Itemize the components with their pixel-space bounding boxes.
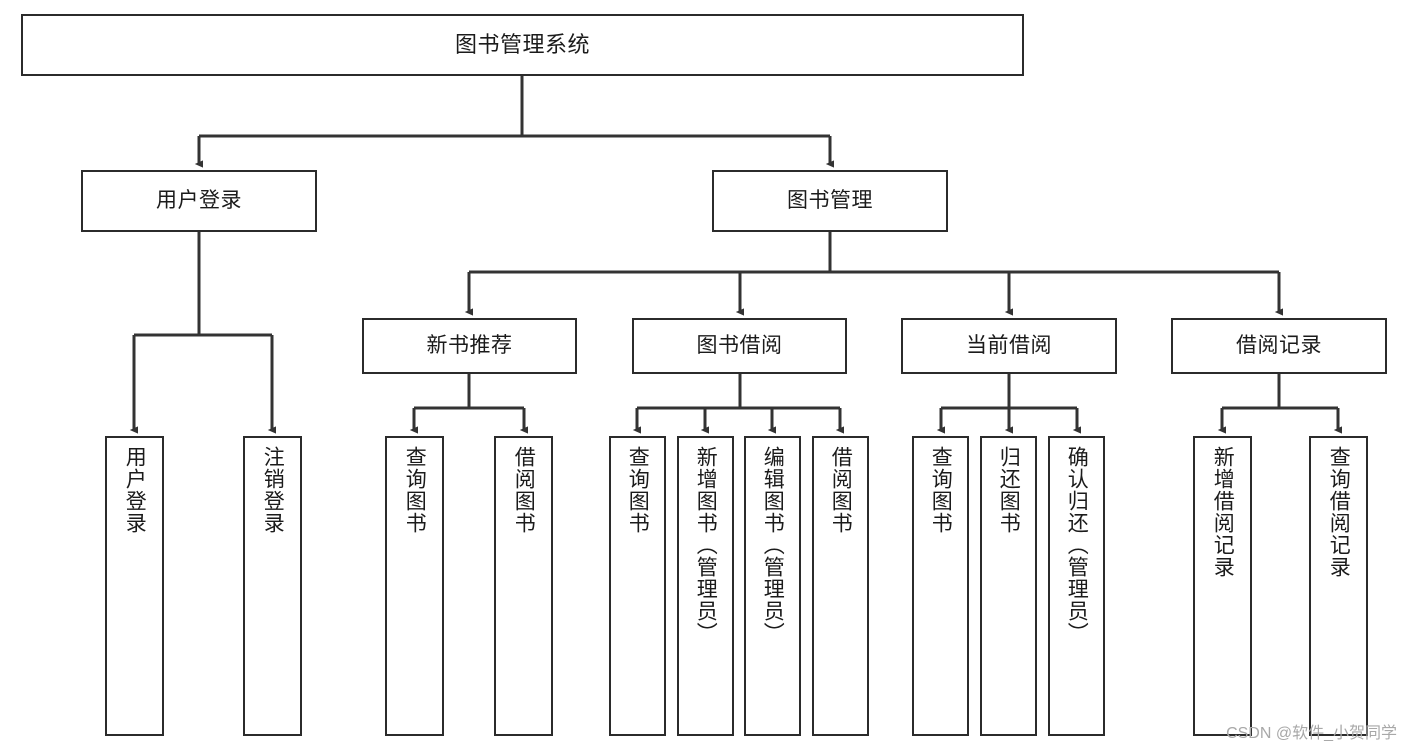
leaf-query-borrow-record[interactable]: 查询借阅记录 bbox=[1309, 436, 1368, 736]
node-label: 查询借阅记录 bbox=[1327, 446, 1351, 578]
node-label: 用户登录 bbox=[123, 446, 147, 534]
leaf-query-book-recommend[interactable]: 查询图书 bbox=[385, 436, 444, 736]
node-borrow-record[interactable]: 借阅记录 bbox=[1171, 318, 1387, 374]
leaf-confirm-return[interactable]: 确认归还（管理员） bbox=[1048, 436, 1105, 736]
leaf-add-borrow-record[interactable]: 新增借阅记录 bbox=[1193, 436, 1252, 736]
leaf-query-book-current[interactable]: 查询图书 bbox=[912, 436, 969, 736]
node-label: 图书管理 bbox=[787, 188, 873, 212]
leaf-user-login[interactable]: 用户登录 bbox=[105, 436, 164, 736]
node-label: 当前借阅 bbox=[966, 333, 1052, 357]
node-label: 编辑图书（管理员） bbox=[761, 446, 785, 644]
node-user-login[interactable]: 用户登录 bbox=[81, 170, 317, 232]
node-label: 确认归还（管理员） bbox=[1065, 446, 1089, 644]
node-label: 新增借阅记录 bbox=[1211, 446, 1235, 578]
node-label: 查询图书 bbox=[403, 446, 427, 534]
leaf-logout-login[interactable]: 注销登录 bbox=[243, 436, 302, 736]
leaf-query-book-borrow[interactable]: 查询图书 bbox=[609, 436, 666, 736]
node-label: 查询图书 bbox=[929, 446, 953, 534]
leaf-borrow-book[interactable]: 借阅图书 bbox=[812, 436, 869, 736]
node-label: 借阅图书 bbox=[829, 446, 853, 534]
csdn-watermark: CSDN @软件_小贺同学 bbox=[1226, 725, 1397, 742]
node-label: 查询图书 bbox=[626, 446, 650, 534]
node-label: 新书推荐 bbox=[426, 333, 513, 357]
node-label: 借阅记录 bbox=[1236, 333, 1322, 357]
leaf-add-book[interactable]: 新增图书（管理员） bbox=[677, 436, 734, 736]
leaf-edit-book[interactable]: 编辑图书（管理员） bbox=[744, 436, 801, 736]
node-root-system[interactable]: 图书管理系统 bbox=[21, 14, 1024, 76]
node-label: 新增图书（管理员） bbox=[694, 446, 718, 644]
node-label: 归还图书 bbox=[997, 446, 1021, 534]
node-new-book-recommend[interactable]: 新书推荐 bbox=[362, 318, 577, 374]
node-current-borrow[interactable]: 当前借阅 bbox=[901, 318, 1117, 374]
node-book-manage[interactable]: 图书管理 bbox=[712, 170, 948, 232]
node-label: 图书管理系统 bbox=[454, 32, 590, 58]
leaf-return-book[interactable]: 归还图书 bbox=[980, 436, 1037, 736]
node-label: 用户登录 bbox=[156, 188, 242, 212]
node-book-borrow[interactable]: 图书借阅 bbox=[632, 318, 847, 374]
leaf-borrow-book-recommend[interactable]: 借阅图书 bbox=[494, 436, 553, 736]
node-label: 注销登录 bbox=[261, 446, 285, 534]
node-label: 借阅图书 bbox=[512, 446, 536, 534]
node-label: 图书借阅 bbox=[696, 333, 783, 357]
